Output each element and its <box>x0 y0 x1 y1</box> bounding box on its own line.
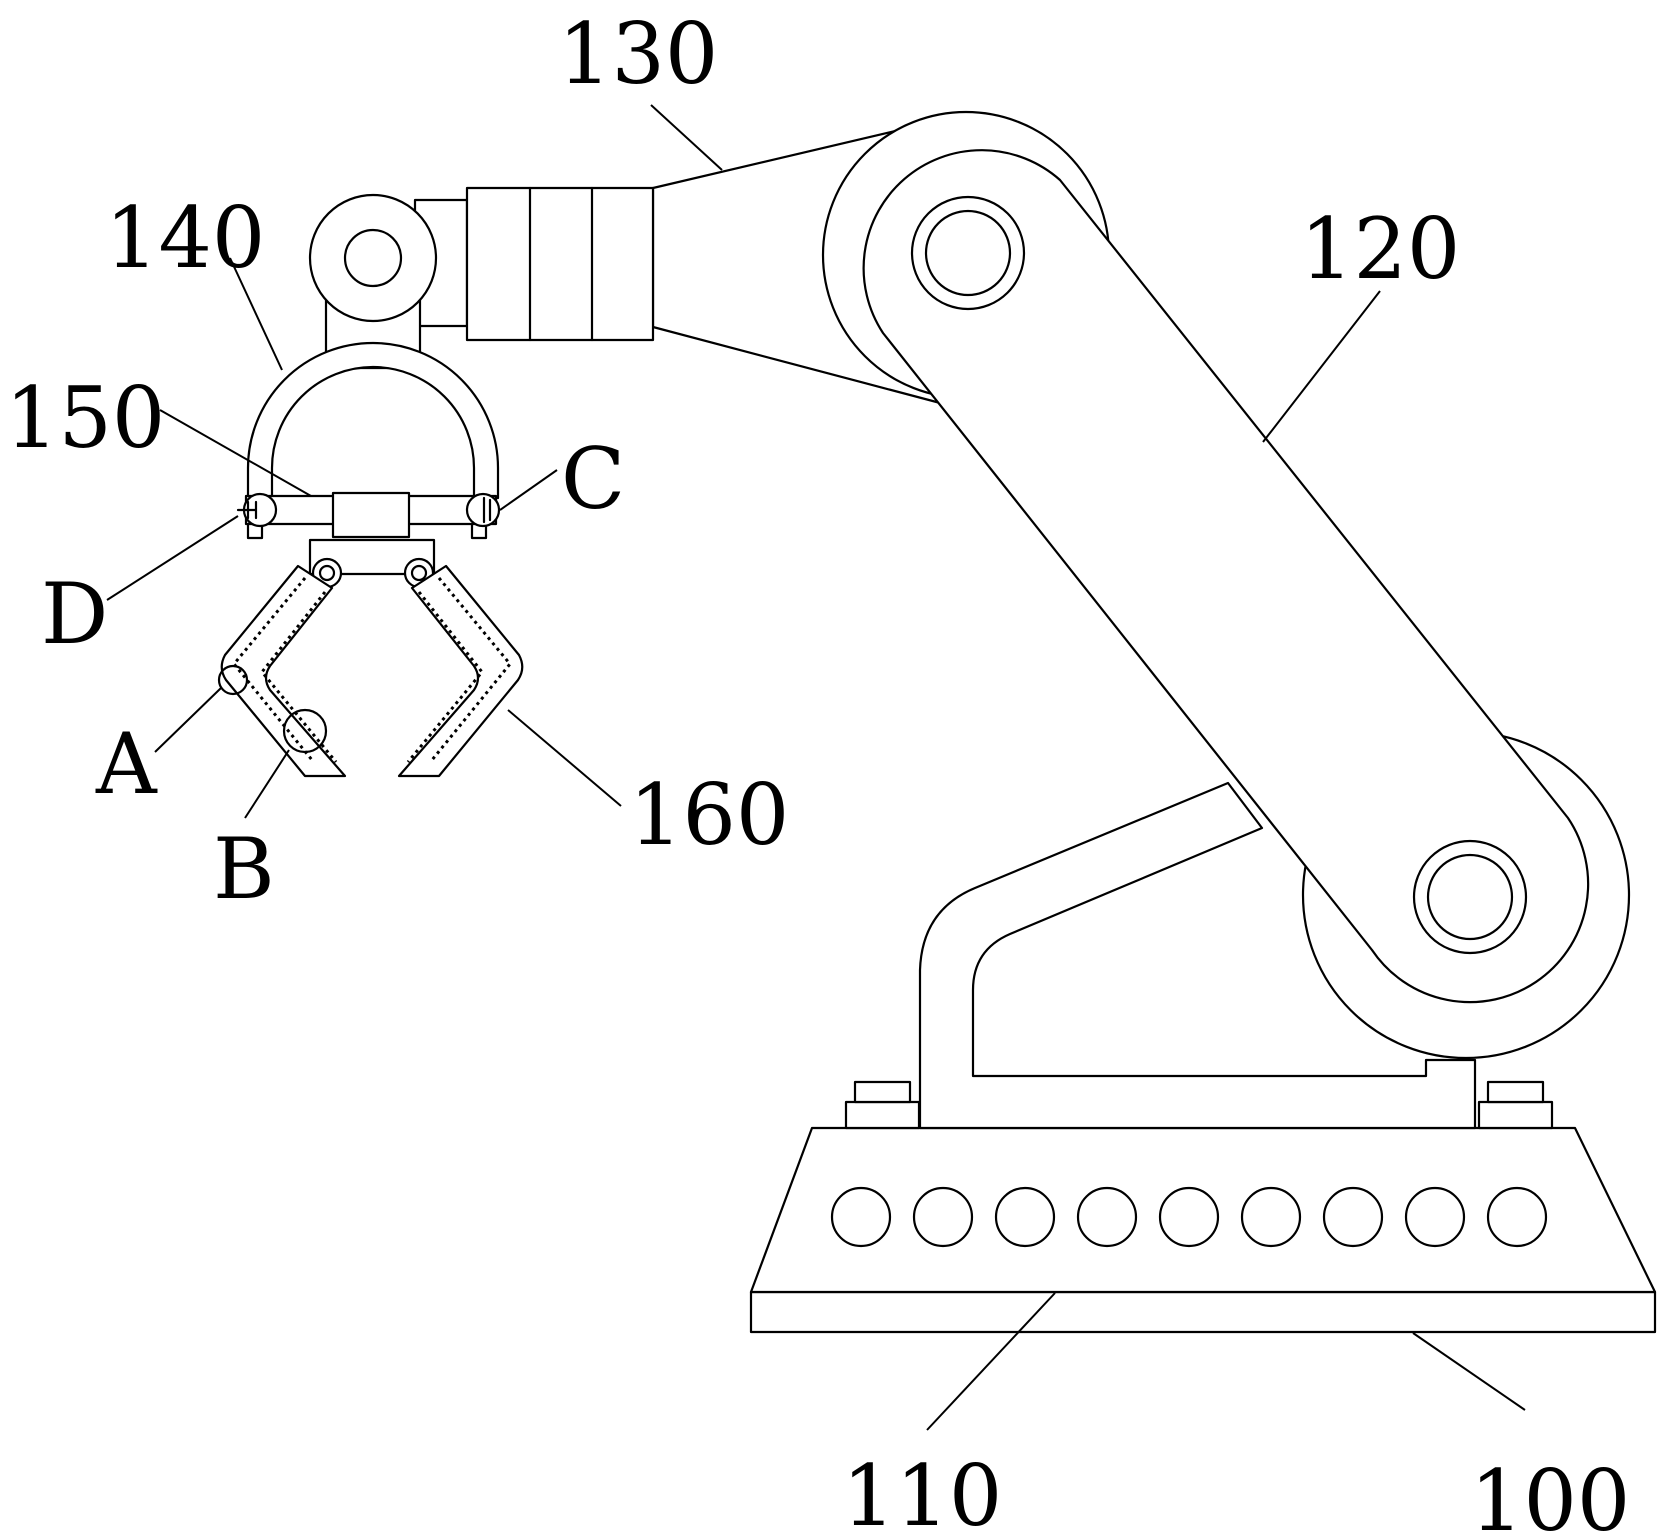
left-bolt <box>846 1082 919 1128</box>
label-140: 140 <box>105 189 265 287</box>
label-100: 100 <box>1470 1452 1630 1537</box>
label-160: 160 <box>629 766 789 864</box>
lower-pivot <box>1414 841 1526 953</box>
upper-pivot <box>912 197 1024 309</box>
label-120: 120 <box>1300 200 1460 298</box>
base-hole <box>1406 1188 1464 1246</box>
arch-bracket <box>248 343 498 498</box>
label-110: 110 <box>842 1447 1002 1537</box>
left-finger <box>222 566 345 776</box>
label-b: B <box>213 820 275 918</box>
right-bolt <box>1479 1082 1552 1128</box>
base-hole <box>1324 1188 1382 1246</box>
base-hole <box>914 1188 972 1246</box>
gripper-mount <box>310 540 434 587</box>
label-c: C <box>561 430 625 528</box>
label-130: 130 <box>558 5 718 103</box>
label-d: D <box>41 565 108 663</box>
right-finger <box>399 566 522 776</box>
base-hole <box>1488 1188 1546 1246</box>
base-holes <box>832 1188 1546 1246</box>
base-hole <box>996 1188 1054 1246</box>
base-hole <box>1160 1188 1218 1246</box>
crossbar <box>238 493 499 538</box>
base-hole <box>1242 1188 1300 1246</box>
wrist-housing <box>415 188 653 340</box>
label-a: A <box>95 715 158 813</box>
base-hole <box>832 1188 890 1246</box>
label-150: 150 <box>5 369 165 467</box>
base-hole <box>1078 1188 1136 1246</box>
